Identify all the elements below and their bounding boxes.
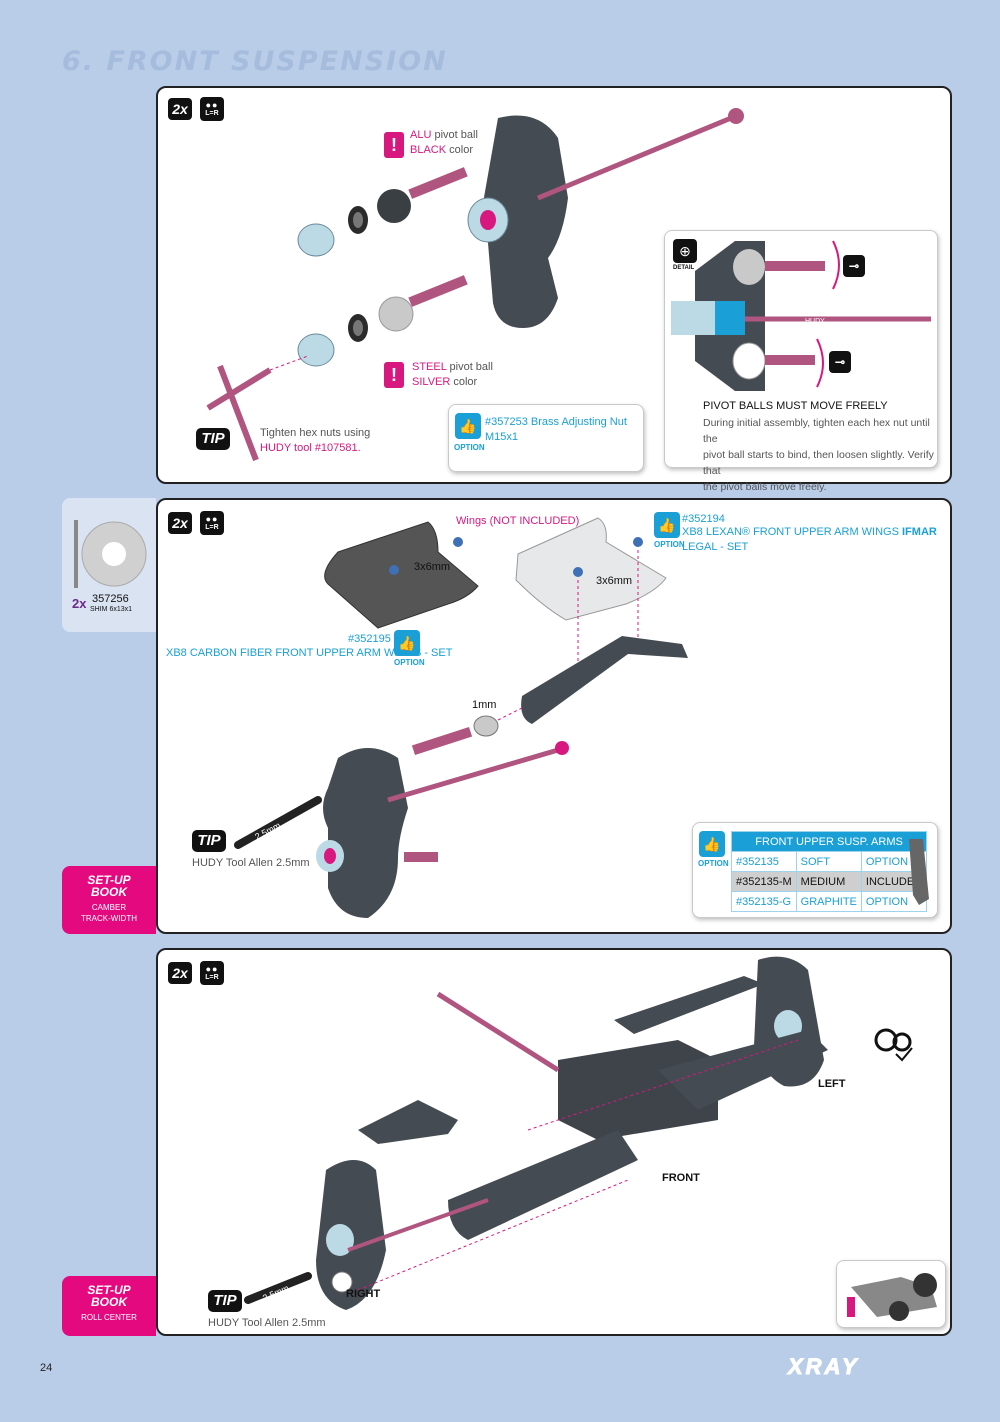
option-label: OPTION xyxy=(394,658,425,667)
table-header: FRONT UPPER SUSP. ARMS xyxy=(730,831,928,852)
alu-warning-icon: ! xyxy=(384,132,404,158)
step-2-illustration xyxy=(234,517,688,918)
shim-tab: 2x 357256 SHIM 6x13x1 xyxy=(62,498,156,632)
quantity-badge: 2x xyxy=(168,962,192,984)
xray-logo: XRAY xyxy=(788,1354,860,1380)
alu-nut xyxy=(297,223,335,257)
shim-qty: 2x xyxy=(72,596,87,611)
shim-icon xyxy=(74,520,147,588)
wings-not-included-label: Wings (NOT INCLUDED) xyxy=(456,515,580,527)
allen-key-tool xyxy=(244,1272,312,1304)
detail-text: During initial assembly, tighten each he… xyxy=(703,417,934,493)
brass-nut-option-text: #357253 Brass Adjusting Nut M15x1 xyxy=(485,416,627,443)
gear-check-icon xyxy=(874,1028,913,1062)
detail-panel: ⊕ DETAIL HUDY ⊸ ⊸ PIVOT BALLS MUST MOVE … xyxy=(664,230,938,493)
magnify-detail-icon: ⊕ xyxy=(673,239,697,263)
step-2-panel: 2x ●●L=R Wings (NOT INCLUDED) 3x6mm 3x6m… xyxy=(156,498,952,934)
lexan-wings-code: #352194 xyxy=(682,513,725,525)
option-label: OPTION xyxy=(454,443,485,452)
spacer-part xyxy=(473,715,499,737)
steel-pivot-ball xyxy=(378,296,414,332)
thumbs-up-icon: 👍 xyxy=(455,413,481,439)
step-1-panel: 2x ●●L=R ! ALU pivot ball BLACK xyxy=(156,86,952,493)
lexan-wing-part xyxy=(515,517,667,621)
upper-arm-thumbnail xyxy=(909,839,929,905)
drive-shaft-part xyxy=(387,747,559,803)
tip-badge: TIP xyxy=(196,428,230,450)
brass-nut-option-panel: 👍 OPTION #357253 Brass Adjusting Nut M15… xyxy=(448,404,644,472)
screw-size-1: 3x6mm xyxy=(414,561,451,573)
pivot-pin-lower xyxy=(408,275,468,307)
car-thumbnail xyxy=(836,1260,946,1328)
page-title: 6. FRONT SUSPENSION xyxy=(62,46,448,77)
buggy-icon xyxy=(847,1273,937,1321)
screw-size-2: 3x6mm xyxy=(596,575,633,587)
quantity-badge: 2x xyxy=(168,512,192,534)
left-label: LEFT xyxy=(818,1078,846,1090)
pivot-pin-upper xyxy=(408,167,468,199)
drive-shaft-part xyxy=(537,113,737,201)
step-3-illustration xyxy=(244,956,913,1310)
tool-text: HUDY Tool Allen 2.5mm xyxy=(192,857,310,869)
rotate-icon-1: ⊸ xyxy=(843,255,865,277)
carbon-wings-name: XB8 CARBON FIBER FRONT UPPER ARM WINGS -… xyxy=(166,647,453,659)
allen-key-tool xyxy=(234,796,322,849)
page-number: 24 xyxy=(40,1362,53,1374)
thumbs-up-icon: 👍 xyxy=(654,512,680,538)
left-right-icon: ●●L=R xyxy=(200,511,224,535)
left-right-icon: ●●L=R xyxy=(200,961,224,985)
carbon-wings-code: #352195 xyxy=(348,633,391,645)
tip-badge: TIP xyxy=(192,830,226,852)
shim-code: 357256 xyxy=(92,593,129,605)
detail-illustration: HUDY xyxy=(671,240,931,391)
steering-block-part xyxy=(481,115,568,328)
drive-shaft-left xyxy=(436,991,560,1073)
left-right-icon: ●●L=R xyxy=(200,97,224,121)
thumbs-up-icon: 👍 xyxy=(699,831,725,857)
detail-title: PIVOT BALLS MUST MOVE FREELY xyxy=(703,400,888,412)
right-upper-arm xyxy=(358,1100,458,1144)
steel-nut xyxy=(297,333,335,367)
left-upper-arm xyxy=(614,976,764,1034)
hudy-tool xyxy=(206,367,272,411)
drive-shaft-right xyxy=(347,1198,489,1252)
alu-pivot-ball-label: ALU pivot ball BLACK color xyxy=(410,129,478,156)
front-label: FRONT xyxy=(662,1172,700,1184)
detail-hudy-text: HUDY xyxy=(805,318,825,325)
right-lower-arm xyxy=(448,1130,638,1240)
steel-warning-icon: ! xyxy=(384,362,404,388)
shim-name: SHIM 6x13x1 xyxy=(90,606,133,613)
steering-block-part xyxy=(323,748,408,918)
steel-pivot-ball-label: STEEL pivot ball SILVER color xyxy=(412,361,493,388)
lexan-wings-name: XB8 LEXAN® FRONT UPPER ARM WINGS IFMAR L… xyxy=(682,526,937,553)
tip-badge: TIP xyxy=(208,1290,242,1312)
option-label: OPTION xyxy=(654,540,685,549)
tip-text: Tighten hex nuts using HUDY tool #107581… xyxy=(260,427,371,454)
tool-text: HUDY Tool Allen 2.5mm xyxy=(208,1317,326,1329)
upper-arm-part xyxy=(521,636,688,724)
quantity-badge: 2x xyxy=(168,98,192,120)
rotate-icon-2: ⊸ xyxy=(829,351,851,373)
alu-pivot-ball xyxy=(377,189,411,223)
step-3-panel: 2x ●●L=R LEFT FRONT RIGHT xyxy=(156,948,952,1336)
thumbs-up-icon: 👍 xyxy=(394,630,420,656)
right-label: RIGHT xyxy=(346,1288,381,1300)
detail-label: DETAIL xyxy=(673,265,695,271)
spacer-size: 1mm xyxy=(472,699,497,711)
option-label: OPTION xyxy=(698,859,729,868)
left-lower-arm xyxy=(658,1030,828,1110)
carbon-wing-part xyxy=(324,521,479,629)
